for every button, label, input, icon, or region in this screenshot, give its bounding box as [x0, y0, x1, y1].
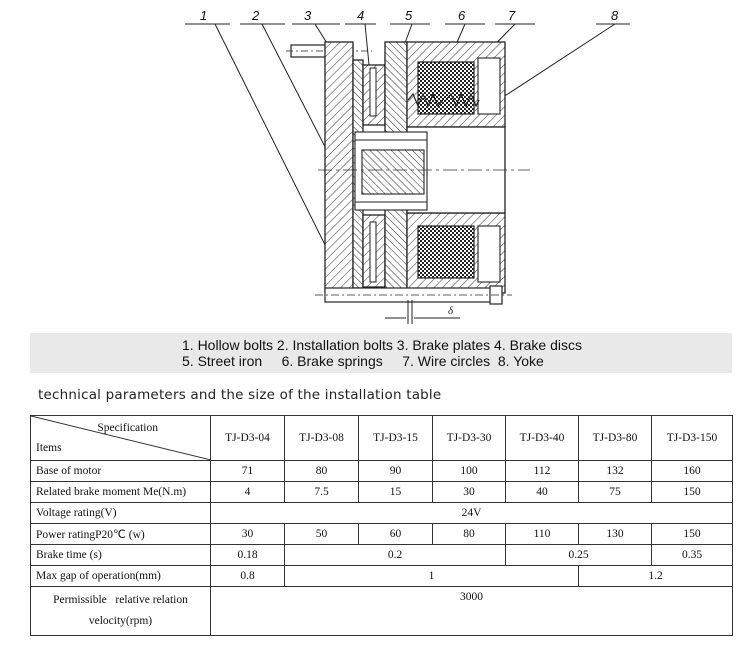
table-row: Power ratingP20℃ (w) 30 50 60 80 110 130… [30, 523, 733, 545]
callout-2: 2 [251, 8, 260, 23]
callout-1: 1 [200, 8, 207, 23]
table-cell: 30 [210, 523, 285, 545]
table-cell: 0.25 [505, 544, 652, 566]
callout-5: 5 [405, 8, 413, 23]
gap-symbol: δ [448, 305, 454, 317]
row-label: Power ratingP20℃ (w) [30, 523, 211, 545]
table-header-row: Specification Items TJ-D3-04 TJ-D3-08 TJ… [30, 415, 733, 461]
parts-legend [30, 333, 732, 373]
row-label: Permissible relative relation velocity(r… [30, 586, 211, 636]
table-cell: 100 [432, 460, 506, 482]
table-cell: 80 [284, 460, 359, 482]
model-header: TJ-D3-08 [284, 415, 359, 461]
table-cell: 40 [505, 481, 579, 503]
table-cell: 15 [358, 481, 433, 503]
table-row: Voltage rating(V) 24V [30, 502, 733, 524]
table-cell: 0.18 [210, 544, 285, 566]
table-cell: 75 [578, 481, 652, 503]
table-cell: 90 [358, 460, 433, 482]
table-cell: 3000 [210, 586, 733, 636]
model-header: TJ-D3-80 [578, 415, 652, 461]
legend-line-2: 5. Street iron 6. Brake springs 7. Wire … [182, 353, 544, 369]
row-label: Voltage rating(V) [30, 502, 211, 524]
row-label-line: velocity(rpm) [88, 615, 153, 627]
wire-circle-lower [417, 225, 475, 279]
installation-bolts [369, 67, 377, 283]
corner-cell: Specification Items [30, 415, 211, 461]
callout-3: 3 [304, 8, 312, 23]
table-cell: 160 [651, 460, 733, 482]
legend-line-1: 1. Hollow bolts 2. Installation bolts 3.… [182, 337, 582, 353]
table-cell: 150 [651, 523, 733, 545]
callout-4: 4 [357, 8, 364, 23]
brake-springs [407, 92, 480, 108]
spec-table: Specification Items TJ-D3-04 TJ-D3-08 TJ… [30, 415, 733, 636]
row-label: Related brake moment Me(N.m) [30, 481, 211, 503]
model-header: TJ-D3-04 [210, 415, 285, 461]
corner-items: Items [36, 442, 62, 454]
callout-8: 8 [611, 8, 619, 23]
brake-cross-section-drawing: 1 2 3 4 5 6 7 8 [185, 8, 630, 324]
model-header: TJ-D3-30 [432, 415, 506, 461]
table-cell: 1 [284, 565, 579, 587]
table-row: Brake time (s) 0.18 0.2 0.25 0.35 [30, 544, 733, 566]
table-row: Max gap of operation(mm) 0.8 1 1.2 [30, 565, 733, 587]
hub [354, 131, 428, 211]
model-header: TJ-D3-150 [651, 415, 733, 461]
table-cell: 112 [505, 460, 579, 482]
table-cell: 60 [358, 523, 433, 545]
table-cell: 71 [210, 460, 285, 482]
corner-diagonal [31, 416, 210, 460]
table-cell: 80 [432, 523, 506, 545]
model-header: TJ-D3-15 [358, 415, 433, 461]
row-label: Max gap of operation(mm) [30, 565, 211, 587]
table-cell: 50 [284, 523, 359, 545]
callout-labels: 1 2 3 4 5 6 7 8 [200, 8, 619, 23]
table-cell: 0.8 [210, 565, 285, 587]
section-title: technical parameters and the size of the… [38, 387, 442, 403]
table-cell: 24V [210, 502, 733, 524]
callout-6: 6 [458, 8, 466, 23]
table-cell: 1.2 [578, 565, 733, 587]
row-label: Brake time (s) [30, 544, 211, 566]
gap-dimension [385, 300, 460, 324]
callout-7: 7 [508, 8, 516, 23]
table-row: Related brake moment Me(N.m) 4 7.5 15 30… [30, 481, 733, 503]
model-header: TJ-D3-40 [505, 415, 579, 461]
table-row: Permissible relative relation velocity(r… [30, 586, 733, 636]
table-cell: 0.35 [651, 544, 733, 566]
table-cell: 30 [432, 481, 506, 503]
table-row: Base of motor 71 80 90 100 112 132 160 [30, 460, 733, 482]
table-cell: 4 [210, 481, 285, 503]
table-cell: 130 [578, 523, 652, 545]
table-cell: 150 [651, 481, 733, 503]
table-cell: 132 [578, 460, 652, 482]
row-label: Base of motor [30, 460, 211, 482]
table-cell: 110 [505, 523, 579, 545]
table-cell: 0.2 [284, 544, 506, 566]
corner-specification: Specification [97, 422, 158, 434]
table-cell: 7.5 [284, 481, 359, 503]
row-label-line: Permissible relative relation [53, 594, 188, 606]
